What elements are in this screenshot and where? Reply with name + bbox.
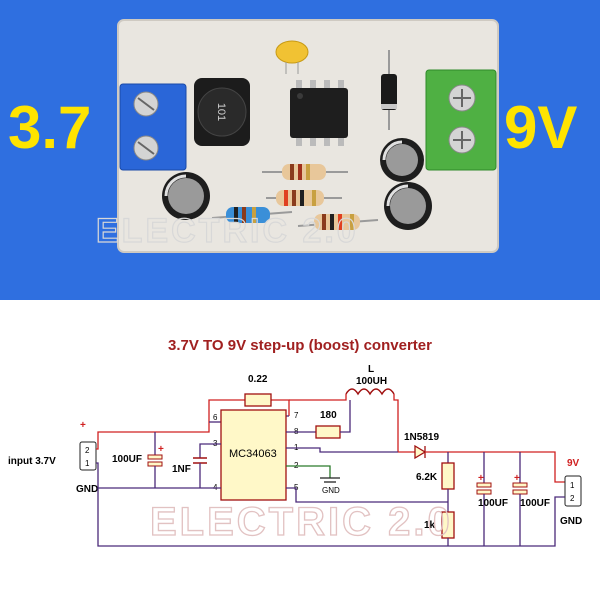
ground-label: GND — [322, 486, 340, 495]
drive-resistor — [315, 425, 341, 439]
ceramic-capacitor — [275, 40, 309, 74]
wire-pin5-feedback — [286, 487, 448, 503]
output-capacitor-1 — [476, 452, 492, 546]
output-gnd-label: GND — [560, 516, 582, 527]
inductor-marking: 101 — [215, 103, 227, 121]
input-capacitor-plus: + — [158, 444, 164, 455]
output-connector: 1 2 — [564, 475, 582, 507]
input-connector: 2 1 — [79, 441, 97, 471]
diode — [381, 50, 397, 130]
input-capacitor-value: 100UF — [112, 454, 142, 465]
sense-resistor — [244, 393, 272, 407]
chip-pin-7: 7 — [294, 411, 299, 420]
chip-body — [220, 409, 287, 501]
output-pin-1: 1 — [570, 481, 575, 490]
resistor-2 — [266, 190, 342, 206]
wire-output-positive — [425, 451, 565, 483]
electrolytic-capacitor-1 — [162, 172, 210, 220]
output-voltage-label: 9V — [504, 94, 577, 161]
wire-drive-to-inductor — [340, 400, 351, 433]
output-pin-2: 2 — [570, 494, 575, 503]
resistor-3 — [211, 207, 293, 223]
wire-to-inductor — [289, 394, 347, 401]
schematic-watermark: ELECTRIC 2.0 — [150, 500, 453, 544]
schematic-panel: 3.7V TO 9V step-up (boost) converter 2 1… — [0, 300, 600, 600]
input-pin-1: 1 — [85, 459, 90, 468]
input-pin-2: 2 — [85, 446, 90, 455]
photo-watermark: ELECTRIC 2.0 — [96, 212, 359, 250]
wire-pin1 — [286, 447, 398, 453]
wire-pin3 — [199, 443, 221, 458]
inductor: 101 — [194, 78, 250, 146]
wire-ground-mid — [96, 462, 221, 489]
resistor-4 — [297, 214, 379, 230]
inductor-symbol — [345, 388, 395, 396]
output-capacitor-2-value: 100UF — [520, 498, 550, 509]
board-photo-canvas: 101 — [8, 19, 577, 253]
output-capacitor-2-plus: + — [514, 473, 520, 484]
input-plus-sign: + — [80, 420, 86, 431]
wire-inductor-to-diode — [393, 394, 399, 452]
wire-to-sense-resistor — [208, 399, 245, 422]
drive-resistor-value: 180 — [320, 410, 337, 421]
input-capacitor — [147, 432, 163, 488]
resistor-6k2-value: 6.2K — [416, 472, 438, 483]
wire-ground-rail — [97, 488, 565, 547]
input-gnd-label: GND — [76, 484, 98, 495]
output-capacitor-2 — [512, 452, 528, 546]
inductor-name: L — [368, 364, 374, 375]
wire-pin2-ground — [286, 465, 331, 478]
input-label: input 3.7V — [8, 456, 56, 467]
inductor-value: 100UH — [356, 376, 387, 387]
ic-chip — [290, 80, 348, 146]
electrolytic-capacitor-3 — [384, 182, 432, 230]
resistor-1k-value: 1k — [424, 520, 436, 531]
chip-label: MC34063 — [229, 448, 277, 460]
resistor-6k2 — [441, 462, 455, 490]
schematic-canvas: 3.7V TO 9V step-up (boost) converter 2 1… — [8, 337, 582, 547]
schematic-title: 3.7V TO 9V step-up (boost) converter — [168, 337, 432, 354]
resistor-1 — [262, 164, 348, 180]
electrolytic-capacitor-2 — [380, 138, 424, 182]
output-voltage: 9V — [567, 458, 580, 469]
output-capacitor-1-plus: + — [478, 473, 484, 484]
output-capacitor-1-value: 100UF — [478, 498, 508, 509]
input-terminal-block — [119, 83, 187, 171]
diode-symbol — [414, 444, 427, 460]
board-photo: 101 — [0, 0, 600, 300]
chip-pin-6: 6 — [213, 413, 218, 422]
output-terminal-block — [425, 69, 497, 171]
timing-capacitor-value: 1NF — [172, 464, 191, 475]
input-voltage-label: 3.7 — [8, 94, 91, 161]
diode-label: 1N5819 — [404, 432, 439, 443]
wire-input-positive — [96, 422, 210, 450]
sense-resistor-value: 0.22 — [248, 374, 268, 385]
